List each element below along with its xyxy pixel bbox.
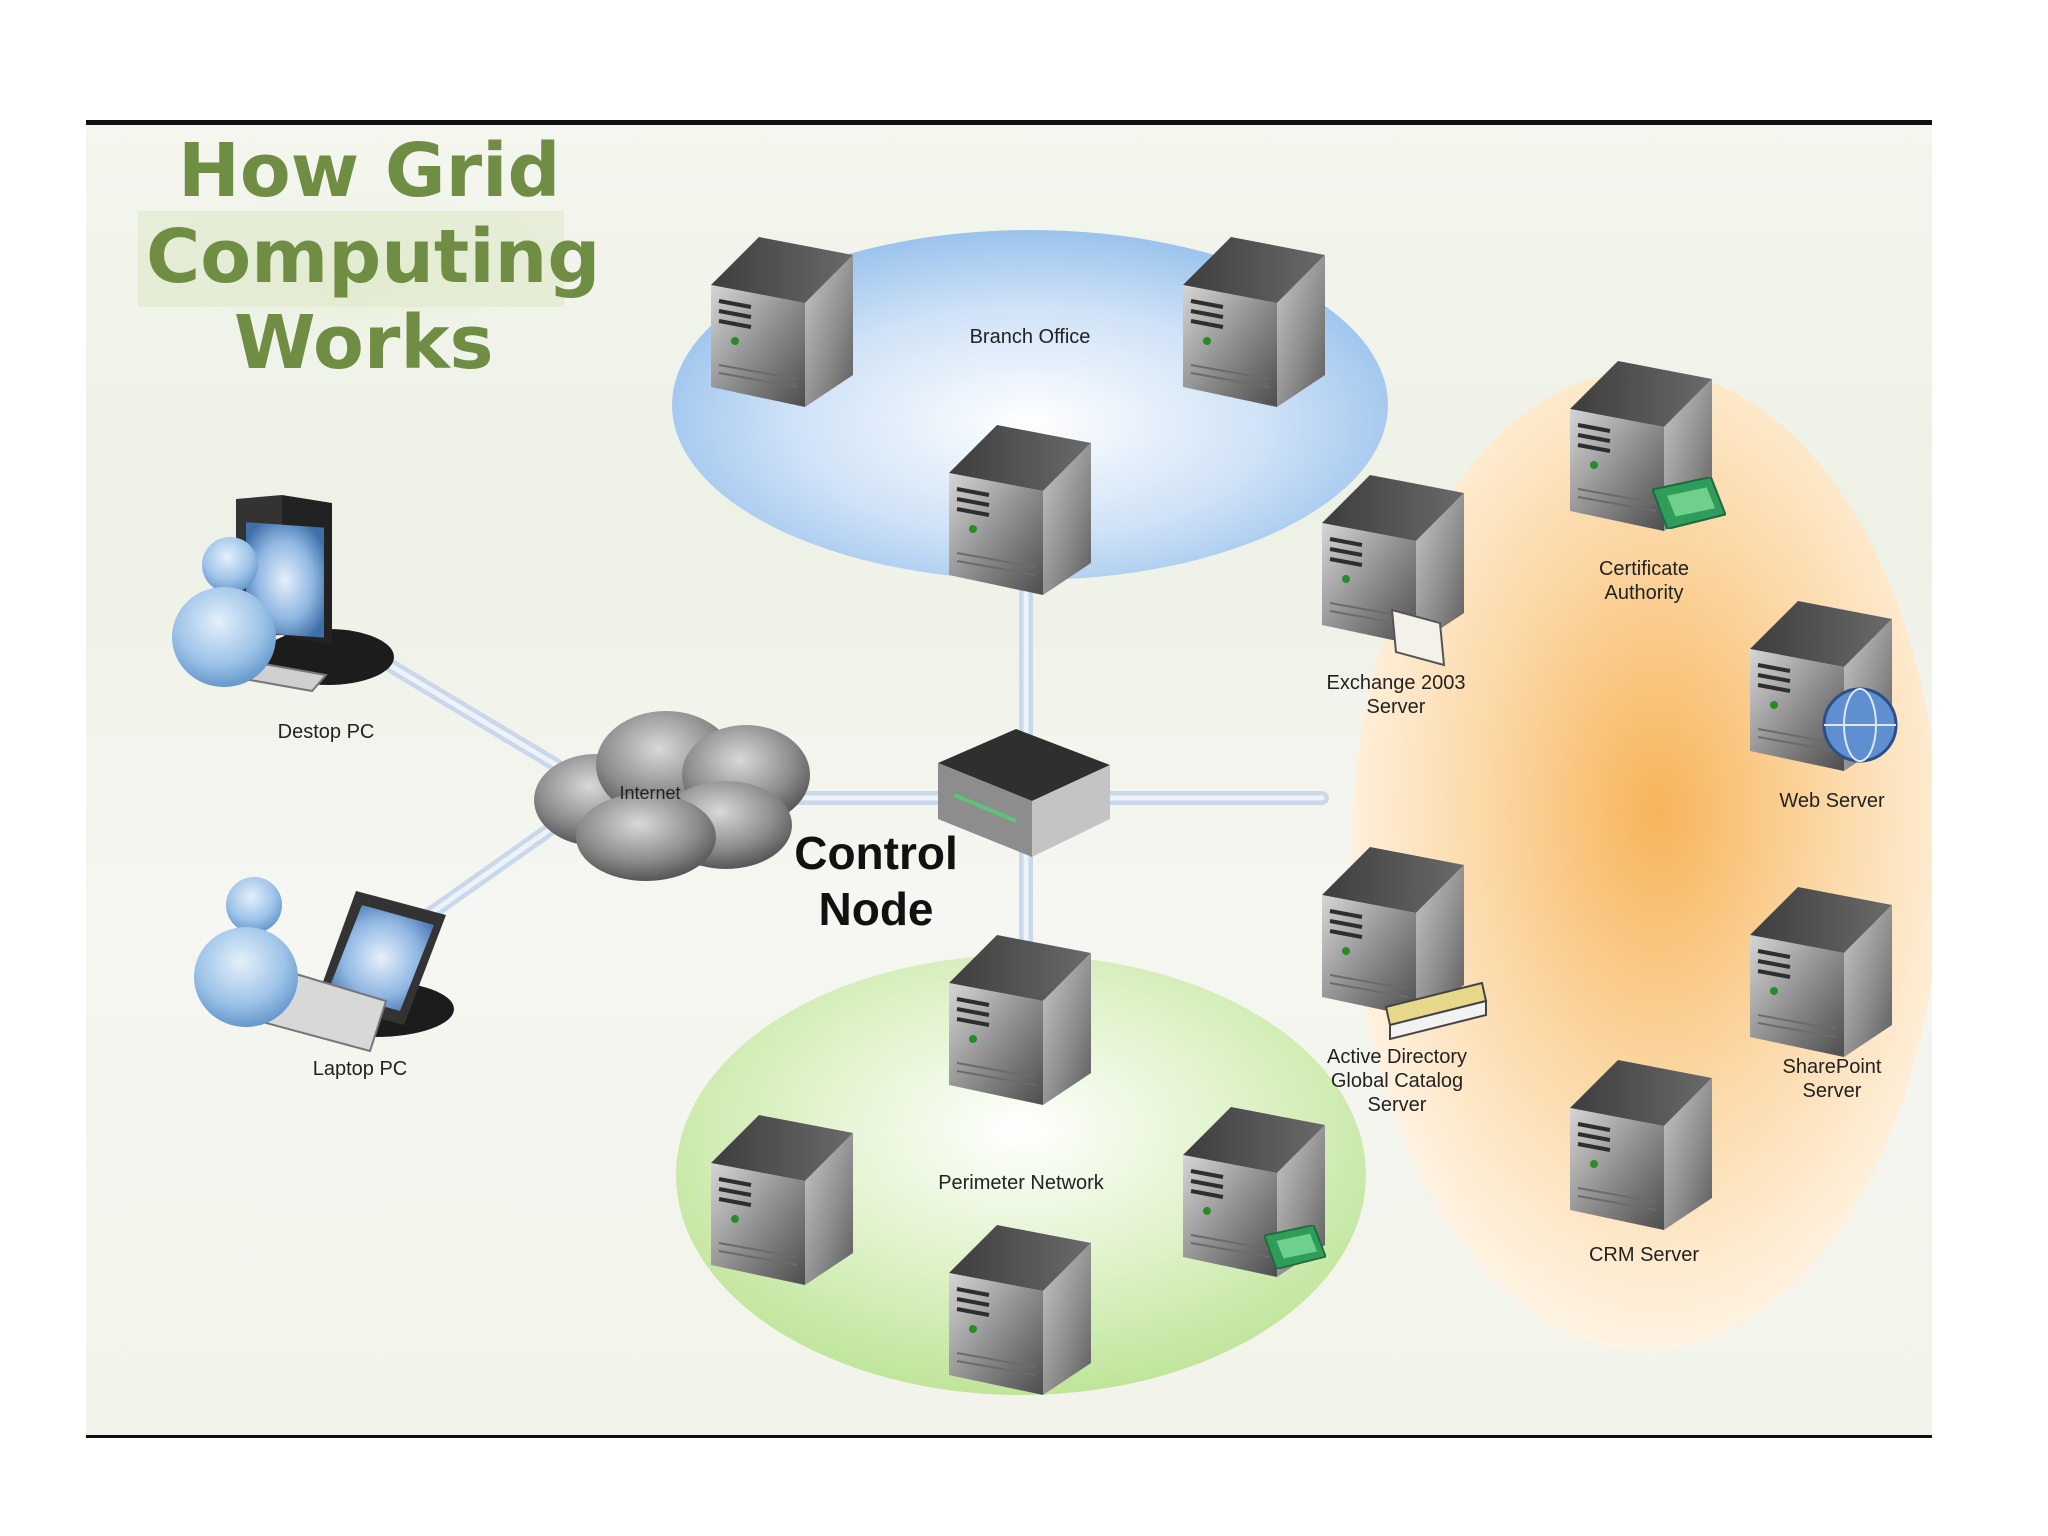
control-node-line-2: Node	[818, 883, 934, 935]
directory-book-icon	[1384, 981, 1488, 1041]
certificate-label-line-2: Authority	[1604, 582, 1684, 604]
sharepoint-server-label: SharePoint Server	[1752, 1055, 1912, 1103]
active-directory-server	[1322, 847, 1466, 1019]
mail-icon	[1390, 608, 1446, 667]
active-directory-line-3: Server	[1367, 1094, 1427, 1116]
control-node-line-1: Control	[794, 827, 958, 879]
internet-label: Internet	[619, 783, 681, 803]
active-directory-label: Active Directory Global Catalog Server	[1302, 1045, 1492, 1117]
laptop-pc-icon	[264, 891, 454, 1053]
branch-server-1	[711, 237, 855, 409]
certificate-label-line-1: Certificate	[1598, 558, 1690, 580]
laptop-pc-label: Laptop PC	[312, 1058, 408, 1080]
exchange-label-line-1: Exchange 2003	[1326, 672, 1466, 694]
laptop-user-icon	[194, 877, 298, 1027]
perimeter-network-zone	[676, 955, 1366, 1395]
sharepoint-label-line-1: SharePoint	[1782, 1056, 1882, 1078]
slide-frame: How Grid Computing Works Control Node Br…	[86, 120, 1932, 1438]
exchange-server-label: Exchange 2003 Server	[1306, 671, 1486, 719]
title-line-3: Works	[234, 300, 494, 386]
desktop-user-icon	[172, 537, 276, 687]
certificate-authority-label: Certificate Authority	[1564, 557, 1724, 605]
active-directory-line-1: Active Directory	[1326, 1046, 1468, 1068]
crm-server-label: CRM Server	[1588, 1244, 1699, 1266]
control-node-switch	[938, 729, 1110, 857]
internet-cloud-icon	[534, 711, 810, 881]
title-line-1: How Grid	[178, 128, 561, 214]
title-line-2: Computing	[146, 214, 601, 300]
perimeter-network-label: Perimeter Network	[938, 1172, 1104, 1194]
control-node-label: Control Node	[766, 825, 986, 937]
branch-office-label: Branch Office	[969, 326, 1091, 348]
grid-diagram	[106, 165, 1932, 1397]
globe-icon	[1822, 687, 1898, 763]
active-directory-line-2: Global Catalog	[1330, 1070, 1464, 1092]
sharepoint-label-line-2: Server	[1802, 1080, 1862, 1102]
exchange-label-line-2: Server	[1366, 696, 1426, 718]
desktop-pc-label: Destop PC	[277, 721, 375, 743]
web-server-label: Web Server	[1779, 790, 1885, 812]
